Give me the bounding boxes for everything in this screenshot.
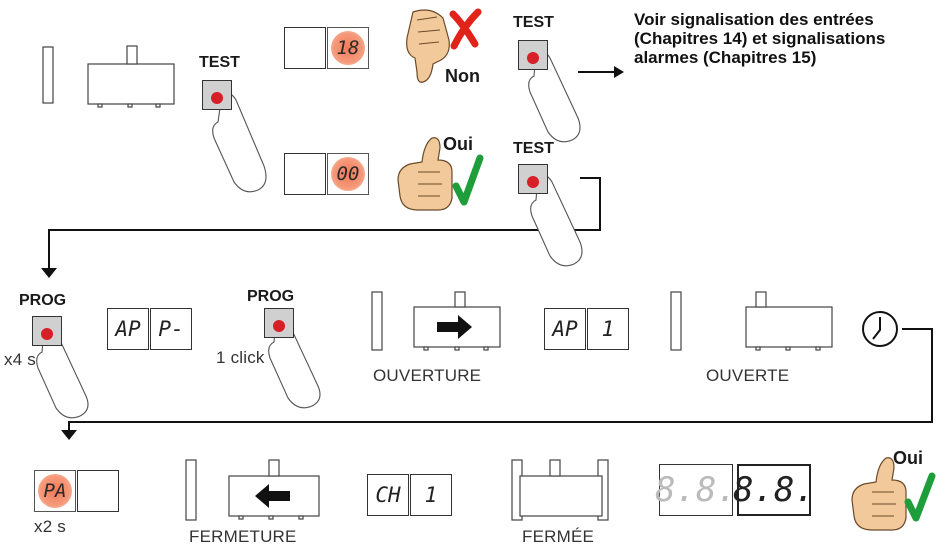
x4s-label: x4 s xyxy=(4,350,36,369)
arrow-down-prog xyxy=(41,268,57,278)
clock-icon xyxy=(862,311,898,347)
glow xyxy=(38,474,72,508)
display-error-code: 18 xyxy=(327,27,369,69)
test-label-2: TEST xyxy=(513,14,554,31)
oui-label-1: Oui xyxy=(443,134,473,154)
oui-label-2: Oui xyxy=(893,448,923,468)
arrow-down-pa xyxy=(61,430,77,440)
ch-1-text: 1 xyxy=(424,483,438,507)
display-ap: AP xyxy=(107,308,149,350)
connector-test-prog xyxy=(48,177,601,268)
display-p-dash: P- xyxy=(150,308,192,350)
cross-icon xyxy=(449,8,482,50)
button-body xyxy=(518,164,548,194)
display-ap-2: AP xyxy=(544,308,586,350)
thumb-up-bottom-icon xyxy=(851,457,907,531)
ouverte-label: OUVERTE xyxy=(706,366,790,385)
glow xyxy=(331,31,365,65)
test-label-1: TEST xyxy=(199,54,240,71)
digit-1-text: 1 xyxy=(601,317,615,341)
check-bottom-icon xyxy=(904,472,936,522)
hand-icons xyxy=(36,50,583,419)
prog-button-1[interactable] xyxy=(32,316,102,396)
test-button-2[interactable] xyxy=(518,40,588,120)
display-ch-1: 1 xyxy=(410,474,452,516)
connector-clock-pa xyxy=(68,328,933,430)
prog-button-2[interactable] xyxy=(264,308,334,388)
ouverture-label: OUVERTURE xyxy=(373,366,482,385)
test-label-3: TEST xyxy=(513,140,554,157)
gate-closing xyxy=(185,459,320,521)
button-red-dot xyxy=(273,320,285,332)
glow xyxy=(331,157,365,191)
button-body xyxy=(202,80,232,110)
ok-code-text: 00 xyxy=(336,163,360,185)
button-red-dot xyxy=(41,328,53,340)
check-icon xyxy=(452,154,484,206)
button-red-dot xyxy=(211,92,223,104)
thumb-up-icon xyxy=(397,137,453,211)
display-digit-blank xyxy=(284,153,326,195)
display-final-right: 8.8. xyxy=(733,464,815,516)
note-line-1: Voir signalisation des entrées xyxy=(634,10,874,29)
prog-label-2: PROG xyxy=(247,288,295,305)
p-dash-text: P- xyxy=(158,317,184,341)
arrow-right-note xyxy=(578,66,624,78)
error-code-text: 18 xyxy=(336,37,360,59)
display-1: 1 xyxy=(587,308,629,350)
ap-2-text: AP xyxy=(552,317,578,341)
one-click-label: 1 click xyxy=(216,348,265,367)
button-red-dot xyxy=(527,176,539,188)
pa-text: PA xyxy=(43,480,67,502)
ap-text: AP xyxy=(115,317,141,341)
thumb-down-icon xyxy=(406,9,450,83)
prog-label-1: PROG xyxy=(19,292,67,309)
arrow-left-icon xyxy=(255,484,290,508)
test-button-3[interactable] xyxy=(518,164,588,244)
gate-open xyxy=(670,291,833,351)
gate-closed-bottom xyxy=(511,459,609,521)
display-ok-code: 00 xyxy=(327,153,369,195)
x2s-label: x2 s xyxy=(34,517,66,536)
note-text: Voir signalisation des entrées (Chapitre… xyxy=(634,10,885,67)
display-final-left: 8.8. xyxy=(655,464,737,516)
button-body xyxy=(518,40,548,70)
display-ch: CH xyxy=(367,474,409,516)
non-label: Non xyxy=(445,66,480,86)
button-red-dot xyxy=(527,52,539,64)
ch-text: CH xyxy=(375,483,401,507)
final-left-text: 8.8. xyxy=(655,470,737,510)
arrow-right-icon xyxy=(437,315,472,339)
test-button-1[interactable] xyxy=(202,80,272,160)
fermeture-label: FERMETURE xyxy=(189,527,297,546)
display-digit-blank xyxy=(77,470,119,512)
final-right-text: 8.8. xyxy=(733,470,815,510)
note-line-2: (Chapitres 14) et signalisations xyxy=(634,29,886,48)
display-digit-blank xyxy=(284,27,326,69)
display-pa: PA xyxy=(34,470,76,512)
gate-closed-top xyxy=(42,45,175,108)
note-line-3: alarmes (Chapitres 15) xyxy=(634,48,817,67)
gate-opening xyxy=(371,291,501,351)
fermee-label: FERMÉE xyxy=(522,527,595,546)
